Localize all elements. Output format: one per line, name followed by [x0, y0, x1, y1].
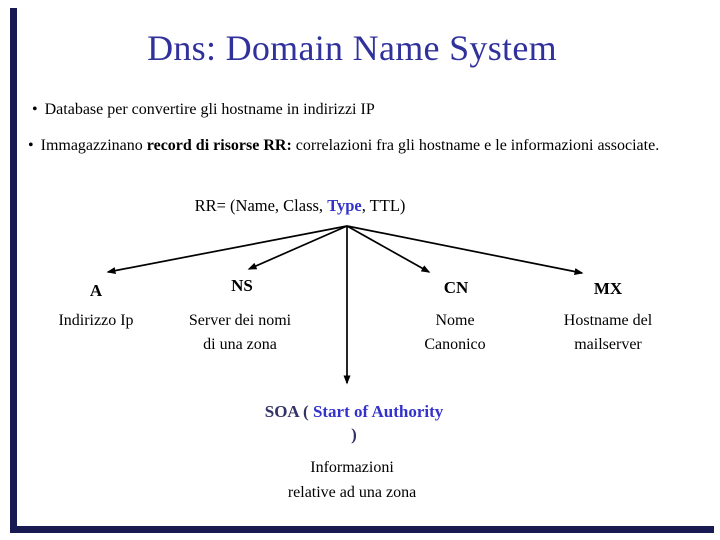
- slide-border-left: [10, 8, 17, 533]
- record-desc-a: Indirizzo Ip: [58, 312, 134, 329]
- record-type-cn: CN: [443, 278, 469, 297]
- arrow-to-a: [106, 225, 348, 275]
- record-desc-soa: Informazioni relative ad una zona: [287, 459, 417, 501]
- record-type-soa: SOA ( Start of Authority ): [261, 400, 447, 446]
- arrow-to-cn: [346, 225, 431, 273]
- rr-formula: RR= (Name, Class, Type, TTL): [100, 196, 500, 216]
- bullet-text: Database per convertire gli hostname in …: [44, 101, 375, 118]
- record-desc-ns: Server dei nomi di una zona: [188, 312, 292, 353]
- bullet-text-segment: Immagazzinano: [40, 137, 147, 154]
- arrow-to-ns: [247, 225, 348, 270]
- rr-formula-type-highlight: Type: [327, 196, 362, 215]
- bullet-item-record: • Immagazzinano record di risorse RR: cor…: [28, 135, 683, 156]
- record-type-ns: NS: [231, 276, 253, 295]
- record-type-a: A: [89, 281, 103, 300]
- soa-code: SOA: [264, 402, 299, 421]
- rr-formula-suffix: , TTL): [361, 196, 406, 215]
- slide-border-bottom: [10, 526, 714, 533]
- record-type-mx: MX: [593, 279, 623, 298]
- bullet-item-database: • Database per convertire gli hostname in…: [32, 99, 375, 120]
- record-desc-mx: Hostname del mailserver: [563, 312, 653, 353]
- soa-paren-open: (: [298, 402, 313, 421]
- arrow-to-mx: [346, 225, 584, 275]
- bullet-text-bold-segment: record di risorse RR:: [146, 137, 292, 154]
- bullet-icon: •: [32, 101, 38, 118]
- record-desc-cn: Nome Canonico: [424, 312, 486, 353]
- page-title: Dns: Domain Name System: [147, 28, 557, 68]
- rr-formula-prefix: RR= (Name, Class,: [194, 196, 328, 215]
- soa-paren-close: ): [351, 425, 357, 444]
- soa-expansion-highlight: Start of Authority: [312, 402, 444, 421]
- bullet-text-segment: correlazioni fra gli hostname e le infor…: [291, 137, 660, 154]
- bullet-icon: •: [28, 137, 34, 154]
